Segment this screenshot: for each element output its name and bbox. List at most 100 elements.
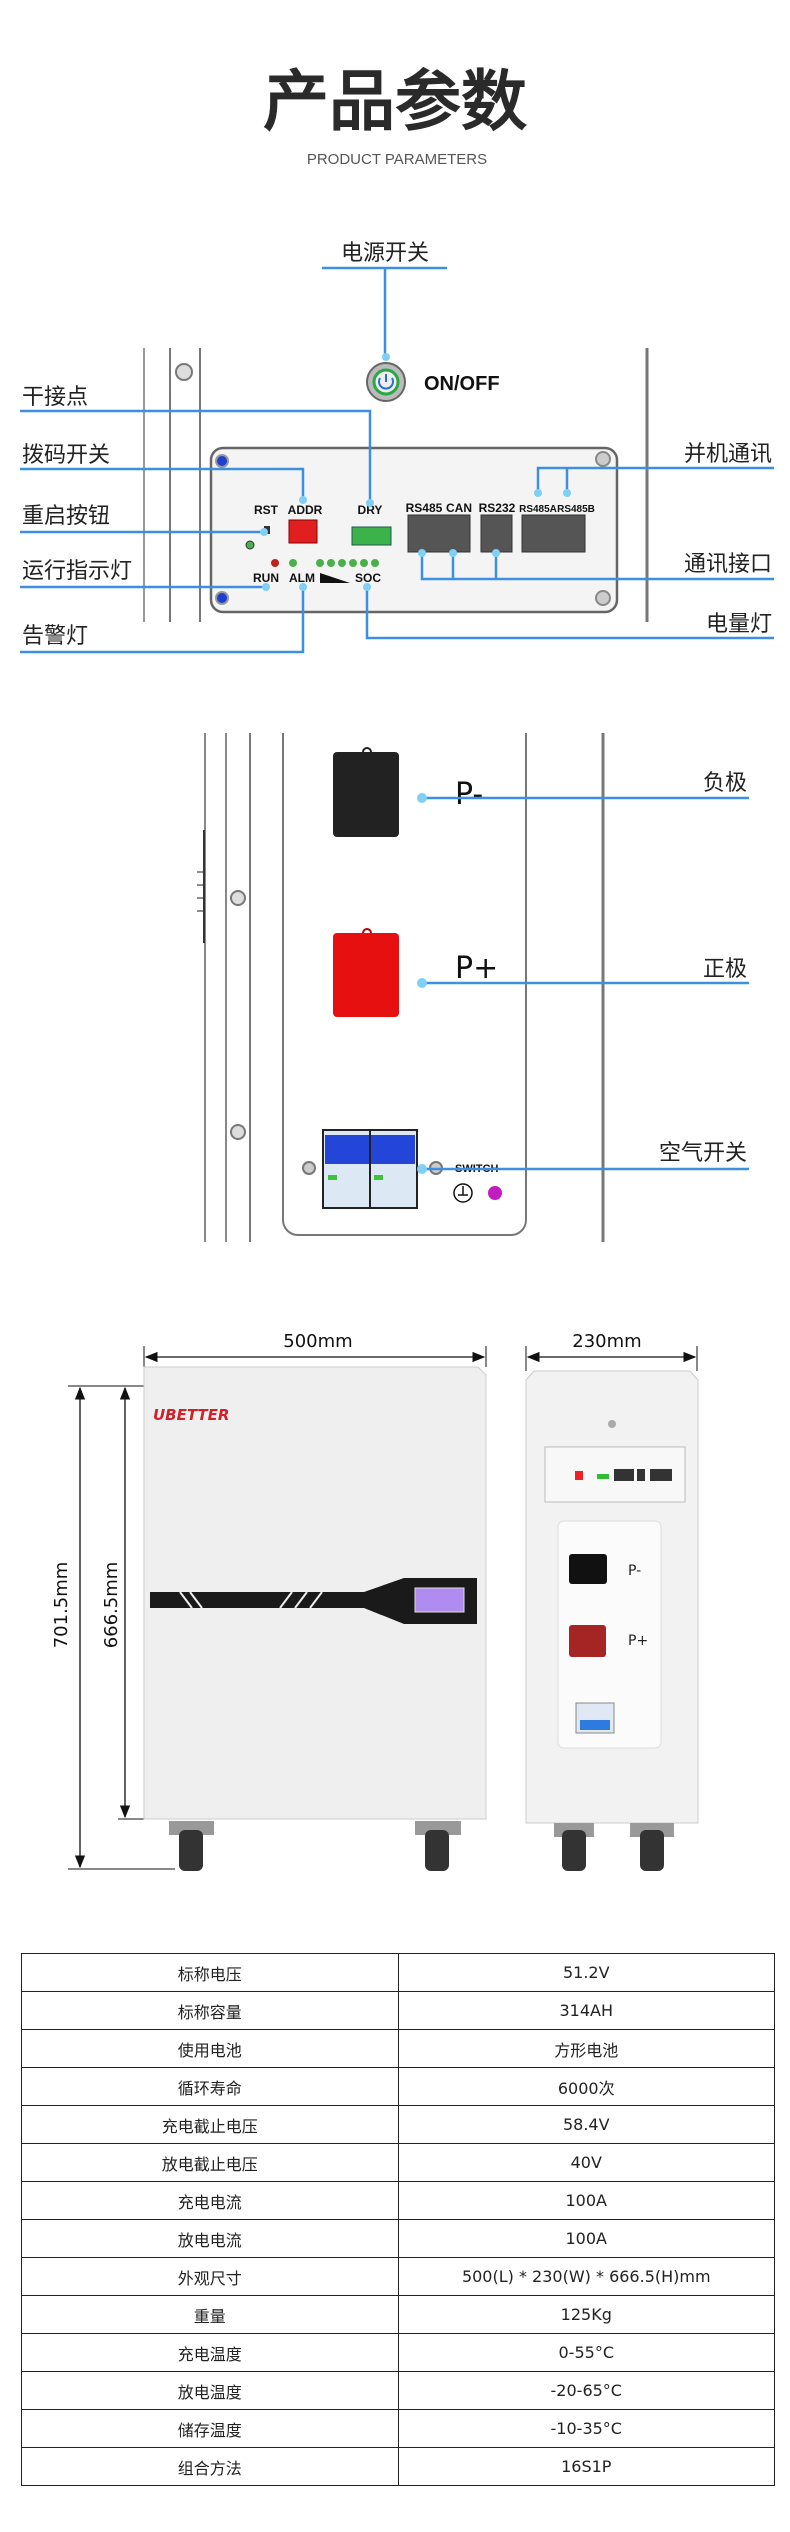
dimension-drawing: 500mm 230mm 701.5mm 666.5mm UBETTER P- P… — [51, 1331, 699, 1871]
lcd-screen — [414, 1587, 465, 1613]
spec-name-cell: 组合方法 — [21, 2447, 399, 2486]
soc-label: SOC — [355, 571, 381, 585]
control-panel-diagram: ON/OFF RST ADDR DRY RS485 CAN RS232 RS48… — [20, 241, 774, 654]
table-row: 放电温度-20-65°C — [21, 2371, 775, 2410]
spec-value-cell: 125Kg — [397, 2295, 775, 2334]
spec-name-cell: 放电温度 — [21, 2371, 399, 2410]
side-p-plus: P+ — [628, 1633, 648, 1649]
power-switch-label: 电源开关 — [341, 241, 429, 266]
spec-value-cell: 6000次 — [397, 2067, 775, 2106]
screw-icon — [215, 454, 229, 468]
rs485ab-port-icon — [521, 514, 586, 553]
spec-value-cell: 500(L) * 230(W) * 666.5(H)mm — [397, 2257, 775, 2296]
screw-icon — [215, 591, 229, 605]
spec-value-cell: 58.4V — [397, 2105, 775, 2144]
positive-label: 正极 — [703, 957, 747, 982]
reset-button-label: 重启按钮 — [22, 504, 110, 529]
spec-value-cell: 0-55°C — [397, 2333, 775, 2372]
spec-value-cell: 16S1P — [397, 2447, 775, 2486]
spec-value-cell: 40V — [397, 2143, 775, 2182]
total-height-dimension: 701.5mm — [51, 1562, 72, 1649]
spec-value-cell: 51.2V — [397, 1953, 775, 1992]
rs232-port-icon — [480, 514, 513, 553]
screw-icon — [230, 890, 246, 906]
rst-label: RST — [254, 503, 279, 517]
spec-name-cell: 充电温度 — [21, 2333, 399, 2372]
screw-icon — [595, 590, 611, 606]
rs485-can-port-icon — [407, 514, 471, 553]
terminal-diagram: SWITCH P- P+ 负极 正极 空气开关 — [197, 733, 749, 1242]
breaker-label: 空气开关 — [659, 1141, 747, 1166]
screw-icon — [302, 1161, 316, 1175]
spec-value-cell: 100A — [397, 2181, 775, 2220]
alarm-light-label: 告警灯 — [22, 624, 88, 649]
table-row: 使用电池方形电池 — [21, 2029, 775, 2068]
body-height-dimension: 666.5mm — [101, 1562, 122, 1649]
spec-name-cell: 使用电池 — [21, 2029, 399, 2068]
rs485-label: RS485 — [406, 501, 443, 515]
spec-name-cell: 储存温度 — [21, 2409, 399, 2448]
spec-value-cell: -20-65°C — [397, 2371, 775, 2410]
positive-terminal-icon — [333, 928, 399, 1017]
spec-name-cell: 充电截止电压 — [21, 2105, 399, 2144]
table-row: 储存温度-10-35°C — [21, 2409, 775, 2448]
negative-label: 负极 — [703, 771, 747, 796]
indicator-light-icon — [488, 1186, 502, 1200]
parallel-comm-label: 并机通讯 — [684, 442, 772, 467]
spec-value-cell: 100A — [397, 2219, 775, 2258]
dip-switch-label: 拨码开关 — [22, 443, 110, 468]
rs485b-label: RS485B — [557, 504, 595, 515]
wheel-icon — [554, 1823, 674, 1871]
led-icon — [289, 559, 297, 567]
screw-icon — [595, 451, 611, 467]
addr-label: ADDR — [288, 503, 323, 517]
soc-ramp-icon — [320, 573, 350, 583]
screw-icon — [230, 1124, 246, 1140]
dry-contact-terminal-icon — [351, 526, 392, 546]
spec-name-cell: 重量 — [21, 2295, 399, 2334]
soc-light-label: 电量灯 — [706, 612, 772, 637]
rs232-label: RS232 — [479, 501, 516, 515]
spec-name-cell: 外观尺寸 — [21, 2257, 399, 2296]
power-button-icon — [366, 362, 406, 402]
spec-name-cell: 放电电流 — [21, 2219, 399, 2258]
comm-port-label: 通讯接口 — [684, 552, 772, 577]
led-icon — [271, 559, 279, 567]
wheel-icon — [169, 1821, 461, 1871]
screw-icon — [175, 363, 193, 381]
rs485a-label: RS485A — [519, 504, 557, 515]
side-p-minus: P- — [628, 1563, 641, 1579]
spec-name-cell: 标称容量 — [21, 1991, 399, 2030]
ground-icon — [453, 1183, 473, 1203]
negative-terminal-icon — [333, 747, 399, 837]
alm-label: ALM — [289, 571, 315, 585]
breaker-icon — [322, 1129, 418, 1209]
spec-value-cell: -10-35°C — [397, 2409, 775, 2448]
dip-switch-icon — [288, 519, 318, 544]
brand-logo: UBETTER — [153, 1406, 229, 1424]
spec-name-cell: 放电截止电压 — [21, 2143, 399, 2182]
spec-value-cell: 方形电池 — [397, 2029, 775, 2068]
run-light-label: 运行指示灯 — [22, 559, 132, 584]
p-minus-label: P- — [455, 777, 483, 812]
spec-name-cell: 充电电流 — [21, 2181, 399, 2220]
spec-name-cell: 循环寿命 — [21, 2067, 399, 2106]
p-plus-label: P+ — [455, 951, 498, 986]
front-stripe — [150, 1578, 477, 1624]
dry-contact-label: 干接点 — [22, 385, 88, 410]
page-title: 产品参数 — [263, 63, 527, 140]
spec-name-cell: 标称电压 — [21, 1953, 399, 1992]
spec-value-cell: 314AH — [397, 1991, 775, 2030]
